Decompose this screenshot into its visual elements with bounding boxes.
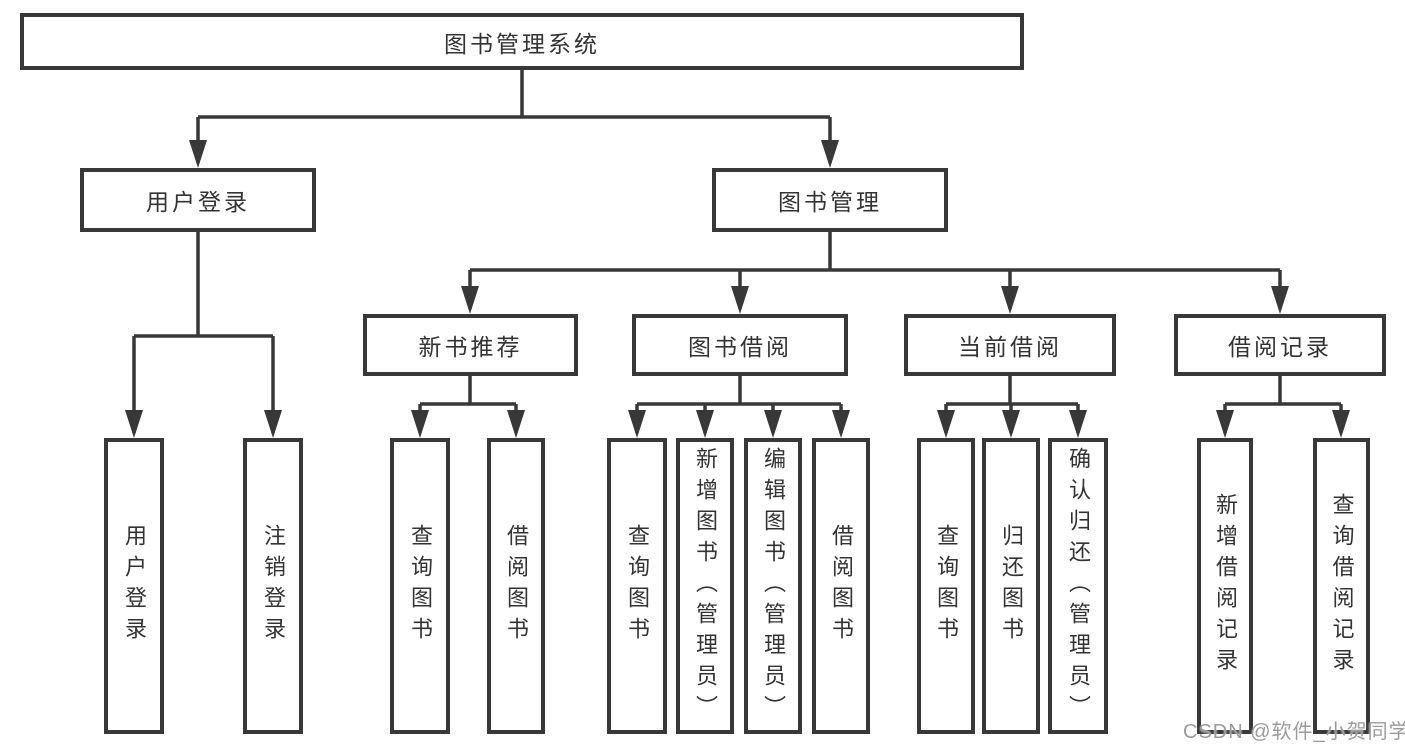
leaf-query-books-recommend-label: 查询图书 (408, 524, 433, 648)
node-user-login: 用户登录 (80, 168, 316, 232)
node-root: 图书管理系统 (20, 13, 1024, 70)
node-book-management-label: 图书管理 (778, 189, 882, 215)
leaf-query-books-current: 查询图书 (917, 438, 975, 734)
leaf-add-books-admin: 新增图书（管理员） (676, 438, 734, 734)
leaf-return-books-label: 归还图书 (999, 524, 1024, 648)
leaf-borrow-books-borrowing: 借阅图书 (812, 438, 870, 734)
node-book-borrowing: 图书借阅 (632, 314, 848, 376)
leaf-logout-label: 注销登录 (261, 524, 286, 648)
node-new-book-recommend: 新书推荐 (363, 314, 578, 376)
node-new-book-recommend-label: 新书推荐 (418, 334, 523, 360)
leaf-confirm-return-admin-label: 确认归还（管理员） (1066, 446, 1091, 726)
node-book-management: 图书管理 (712, 168, 948, 232)
leaf-return-books: 归还图书 (982, 438, 1040, 734)
leaf-edit-books-admin-label: 编辑图书（管理员） (761, 446, 786, 726)
node-book-borrowing-label: 图书借阅 (688, 334, 792, 360)
leaf-add-borrow-record-label: 新增借阅记录 (1213, 493, 1238, 679)
leaf-borrow-books-recommend: 借阅图书 (487, 438, 545, 734)
node-borrowing-records: 借阅记录 (1174, 314, 1386, 376)
node-current-borrowing-label: 当前借阅 (958, 334, 1062, 360)
leaf-query-books-borrowing-label: 查询图书 (625, 524, 650, 648)
node-current-borrowing: 当前借阅 (904, 314, 1116, 376)
leaf-query-books-borrowing: 查询图书 (607, 438, 667, 734)
node-root-label: 图书管理系统 (444, 30, 600, 57)
leaf-user-login-label: 用户登录 (122, 524, 147, 648)
leaf-user-login: 用户登录 (104, 438, 164, 734)
leaf-borrow-books-borrowing-label: 借阅图书 (829, 524, 854, 648)
watermark: CSDN @软件_小贺同学 (1183, 721, 1405, 743)
tree-edges (132, 70, 1343, 433)
leaf-query-borrow-record-label: 查询借阅记录 (1329, 493, 1355, 679)
node-user-login-label: 用户登录 (146, 189, 250, 215)
leaf-query-books-current-label: 查询图书 (934, 524, 959, 648)
leaf-query-books-recommend: 查询图书 (390, 438, 450, 734)
leaf-edit-books-admin: 编辑图书（管理员） (744, 438, 802, 734)
leaf-borrow-books-recommend-label: 借阅图书 (504, 524, 529, 648)
arrowheads (125, 140, 1350, 438)
leaf-confirm-return-admin: 确认归还（管理员） (1048, 438, 1108, 734)
leaf-add-borrow-record: 新增借阅记录 (1197, 438, 1253, 734)
leaf-add-books-admin-label: 新增图书（管理员） (693, 446, 718, 726)
node-borrowing-records-label: 借阅记录 (1228, 334, 1332, 360)
leaf-logout: 注销登录 (243, 438, 303, 734)
leaf-query-borrow-record: 查询借阅记录 (1313, 438, 1370, 734)
